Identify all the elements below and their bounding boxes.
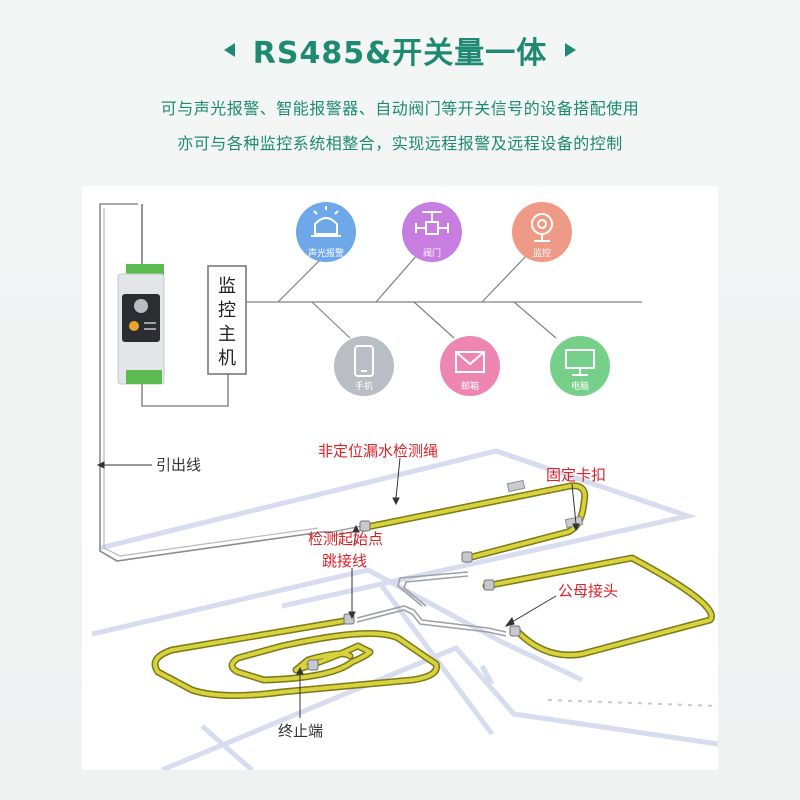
device-camera: 监控 bbox=[512, 202, 572, 262]
camera-icon bbox=[531, 213, 553, 242]
controller-to-host-wire bbox=[141, 374, 229, 407]
page-title: RS485&开关量一体 bbox=[252, 36, 548, 71]
host-char-2: 控 bbox=[218, 300, 236, 321]
diagram-svg: 监 控 主 机 声光报警 bbox=[91, 202, 719, 773]
device-computer-label: 电脑 bbox=[571, 380, 589, 392]
monitor-host: 监 控 主 机 bbox=[207, 265, 247, 375]
alarm-light-icon bbox=[311, 206, 341, 237]
device-phone-label: 手机 bbox=[355, 380, 373, 392]
valve-icon bbox=[415, 211, 449, 235]
device-mail: 邮箱 bbox=[440, 336, 500, 396]
host-char-3: 主 bbox=[218, 324, 236, 345]
computer-icon bbox=[565, 349, 595, 376]
device-camera-label: 监控 bbox=[533, 247, 551, 259]
controller-device bbox=[117, 264, 165, 385]
device-valve-label: 阀门 bbox=[423, 247, 441, 259]
jumper-label: 跳接线 bbox=[322, 552, 367, 570]
device-phone: 手机 bbox=[334, 336, 394, 396]
label-leaders bbox=[96, 457, 580, 718]
triangle-right-icon bbox=[565, 43, 577, 57]
diagram-panel: 监 控 主 机 声光报警 bbox=[82, 186, 719, 773]
floor-dotted-line bbox=[547, 699, 719, 707]
network-bus bbox=[246, 253, 642, 339]
host-char-4: 机 bbox=[218, 348, 236, 369]
terminal-label: 终止端 bbox=[278, 722, 323, 740]
header: RS485&开关量一体 可与声光报警、智能报警器、自动阀门等开关信号的设备搭配使… bbox=[0, 0, 800, 185]
lead-wire-inner bbox=[103, 208, 319, 557]
detection-rope bbox=[151, 482, 715, 700]
subtitle-line-2: 亦可与各种监控系统相整合，实现远程报警及远程设备的控制 bbox=[177, 134, 623, 153]
connector-label: 公母接头 bbox=[558, 582, 618, 600]
device-valve: 阀门 bbox=[402, 202, 462, 262]
host-char-1: 监 bbox=[218, 276, 236, 297]
phone-icon bbox=[354, 345, 374, 377]
start-point-label: 检测起始点 bbox=[308, 530, 383, 548]
lead-wire-label: 引出线 bbox=[156, 456, 201, 474]
clip-label: 固定卡扣 bbox=[546, 466, 606, 484]
floor-grid bbox=[91, 448, 719, 773]
connectors bbox=[307, 520, 521, 671]
device-computer: 电脑 bbox=[550, 336, 610, 396]
device-alarm-label: 声光报警 bbox=[308, 247, 344, 259]
mail-icon bbox=[455, 351, 485, 373]
title-row: RS485&开关量一体 bbox=[0, 28, 800, 72]
triangle-left-icon bbox=[223, 43, 235, 57]
rope-label: 非定位漏水检测绳 bbox=[318, 442, 438, 460]
device-alarm: 声光报警 bbox=[296, 202, 356, 262]
subtitle-line-1: 可与声光报警、智能报警器、自动阀门等开关信号的设备搭配使用 bbox=[160, 99, 640, 118]
fixing-clips bbox=[506, 479, 584, 529]
device-mail-label: 邮箱 bbox=[461, 380, 479, 392]
